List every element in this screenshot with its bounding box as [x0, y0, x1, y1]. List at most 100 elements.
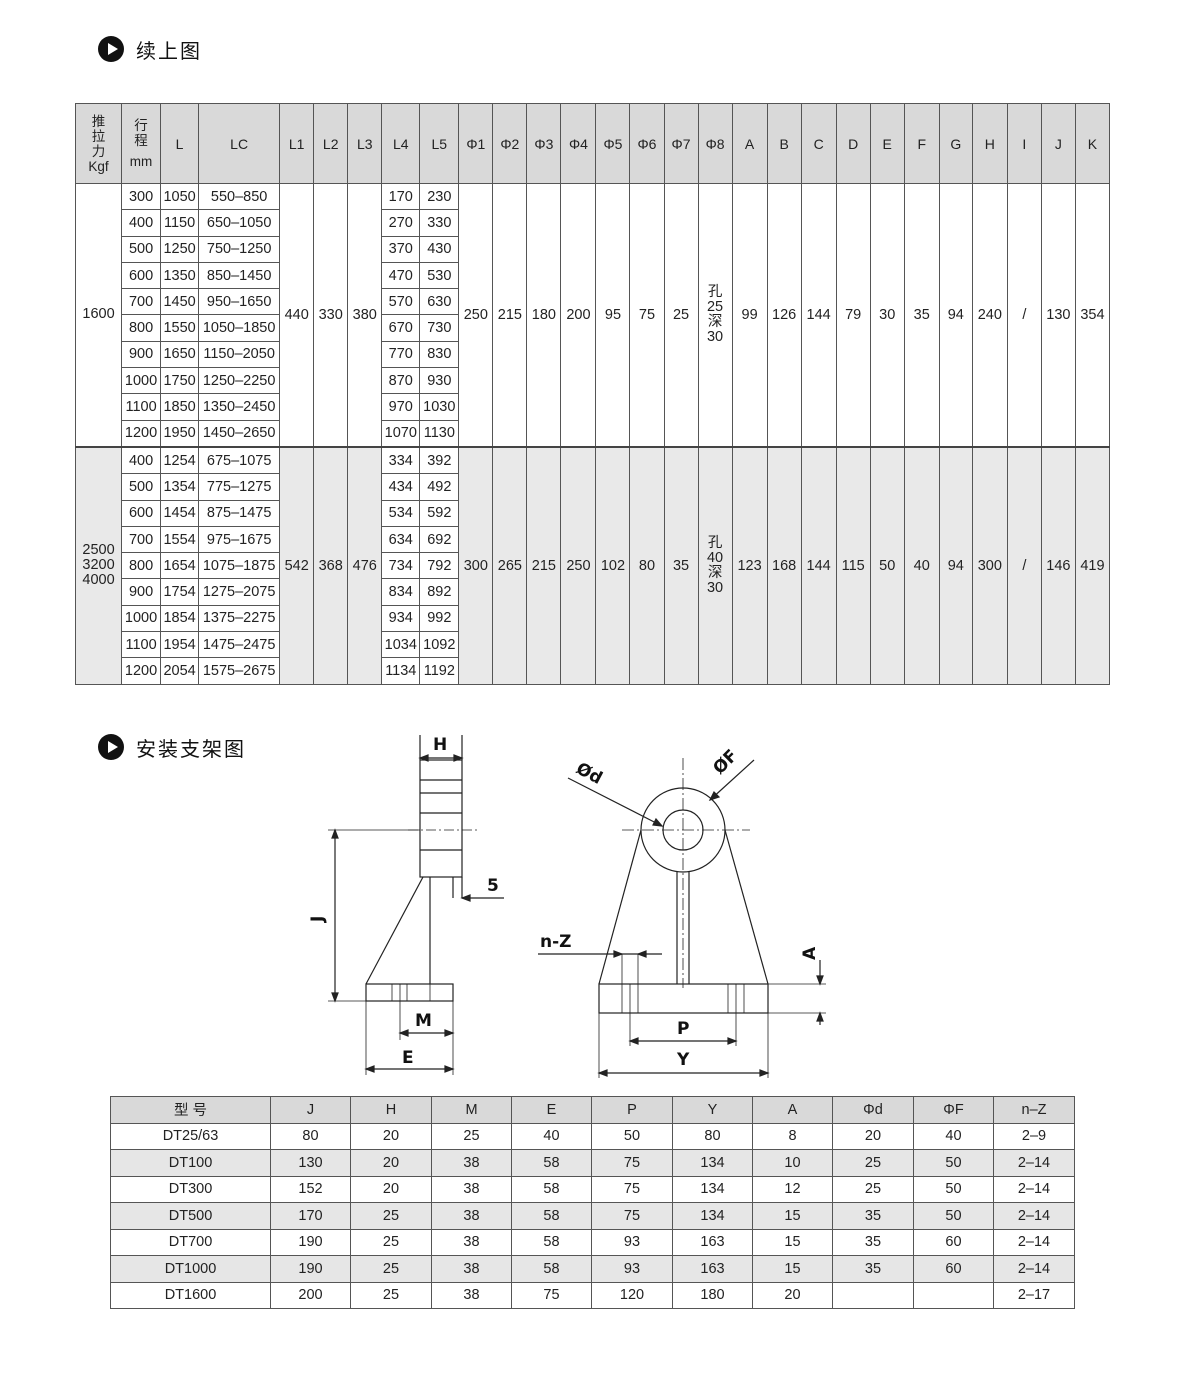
bracket-header-cell: A — [752, 1096, 833, 1124]
L-cell: 1854 — [160, 604, 200, 633]
phi8-line: 40 — [706, 549, 724, 566]
bracket-header-cell: M — [431, 1096, 512, 1124]
LC-cell: 1150–2050 — [198, 340, 281, 369]
bracket-header-cell: n–Z — [993, 1096, 1075, 1124]
L2-cell: 330 — [313, 182, 349, 448]
L4-cell: 1134 — [381, 657, 421, 685]
header-A: A — [731, 103, 768, 184]
L5-cell: 992 — [419, 604, 460, 633]
F-cell: 40 — [903, 445, 940, 685]
L1-cell: 440 — [279, 182, 315, 448]
bracket-cell: 190 — [270, 1228, 351, 1256]
LC-cell: 1375–2275 — [198, 604, 281, 633]
L-cell: 1050 — [160, 182, 200, 211]
phi5-cell: 95 — [595, 182, 631, 448]
bracket-cell: 15 — [752, 1202, 833, 1230]
header-L3: L3 — [347, 103, 383, 184]
header-phi6: Φ6 — [629, 103, 665, 184]
bracket-cell: 25 — [350, 1228, 432, 1256]
L4-cell: 534 — [381, 499, 421, 527]
section-title: 续上图 — [136, 38, 202, 63]
LC-cell: 875–1475 — [198, 499, 281, 527]
L5-cell: 1030 — [419, 393, 460, 421]
C-cell: 144 — [800, 445, 837, 685]
header-phi8: Φ8 — [697, 103, 733, 184]
bracket-header-cell: ΦF — [913, 1096, 994, 1124]
bracket-cell: 190 — [270, 1255, 351, 1283]
K-cell: 354 — [1074, 182, 1111, 448]
L-cell: 1150 — [160, 209, 200, 237]
bracket-cell: 58 — [511, 1202, 592, 1230]
label-H: H — [433, 735, 447, 755]
header-G: G — [938, 103, 973, 184]
bracket-header-cell: Y — [672, 1096, 753, 1124]
LC-cell: 650–1050 — [198, 209, 281, 237]
bracket-cell: 10 — [752, 1149, 833, 1177]
phi7-cell: 25 — [663, 182, 699, 448]
LC-cell: 1575–2675 — [198, 657, 281, 685]
side-view: H 5 J M — [308, 735, 504, 1075]
bracket-cell: 134 — [672, 1202, 753, 1230]
LC-cell: 975–1675 — [198, 525, 281, 554]
stroke-cell: 900 — [121, 340, 162, 369]
LC-cell: 1075–1875 — [198, 552, 281, 580]
phi6-cell: 80 — [629, 445, 665, 685]
header-phi3: Φ3 — [526, 103, 562, 184]
bracket-cell: 38 — [431, 1149, 512, 1177]
bracket-cell: 152 — [270, 1175, 351, 1203]
I-cell: / — [1006, 182, 1042, 448]
phi5-cell: 102 — [595, 445, 631, 685]
phi1-cell: 250 — [458, 182, 494, 448]
header-L: L — [160, 103, 200, 184]
bracket-cell: 35 — [832, 1255, 914, 1283]
L5-cell: 930 — [419, 367, 460, 395]
bracket-cell: 38 — [431, 1255, 512, 1283]
bracket-cell: 25 — [832, 1175, 914, 1203]
bracket-cell: 15 — [752, 1228, 833, 1256]
I-cell: / — [1006, 445, 1042, 685]
bracket-cell: DT100 — [110, 1149, 271, 1177]
header-phi1: Φ1 — [458, 103, 494, 184]
stroke-cell: 400 — [121, 445, 162, 475]
L5-cell: 530 — [419, 261, 460, 290]
bracket-cell: 2–14 — [993, 1255, 1075, 1283]
L-cell: 1254 — [160, 445, 200, 475]
L-cell: 1850 — [160, 393, 200, 421]
A-cell: 99 — [731, 182, 768, 448]
L-cell: 1754 — [160, 578, 200, 606]
bracket-cell: 50 — [913, 1175, 994, 1203]
bracket-cell: 80 — [270, 1122, 351, 1150]
L4-cell: 970 — [381, 393, 421, 421]
header-C: C — [800, 103, 837, 184]
L5-cell: 1192 — [419, 657, 460, 685]
LC-cell: 950–1650 — [198, 288, 281, 316]
header-D: D — [835, 103, 871, 184]
bracket-drawing: H 5 J M — [308, 735, 826, 1078]
L1-cell: 542 — [279, 445, 315, 685]
force-value: 3200 — [82, 557, 115, 574]
phi8-line: 孔 — [707, 283, 723, 300]
force-value: 2500 — [82, 542, 115, 559]
bracket-cell: 60 — [913, 1228, 994, 1256]
bracket-cell: 25 — [832, 1149, 914, 1177]
L4-cell: 434 — [381, 473, 421, 501]
phi3-cell: 180 — [526, 182, 562, 448]
L4-cell: 770 — [381, 340, 421, 369]
H-cell: 240 — [971, 182, 1008, 448]
label-d: Ød — [573, 759, 606, 789]
